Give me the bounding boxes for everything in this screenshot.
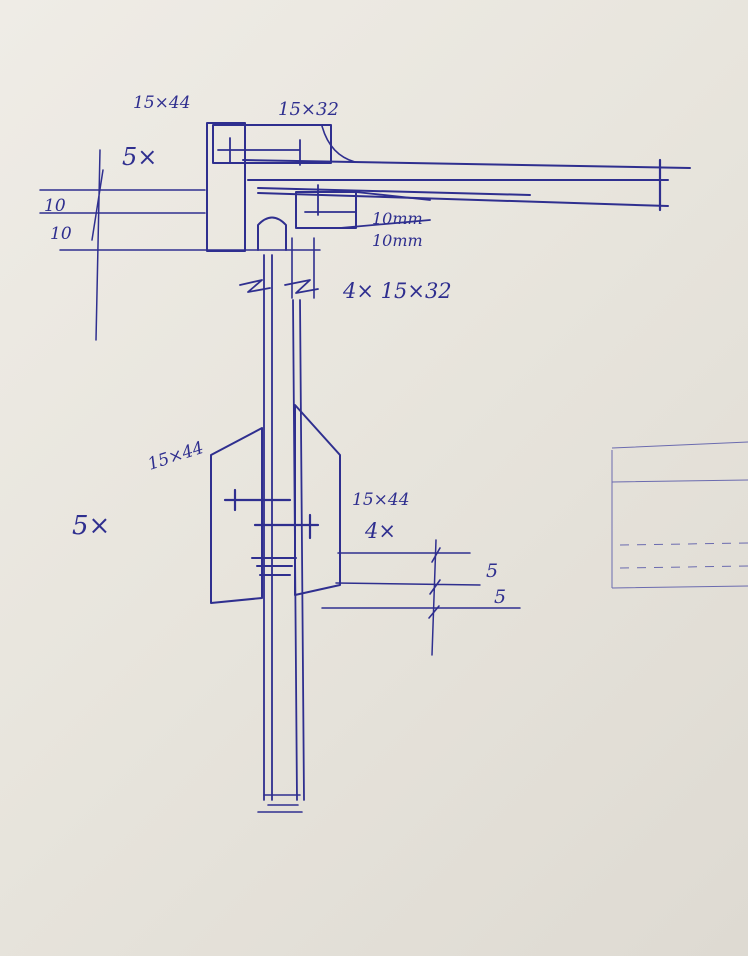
- side-sketch-frame: [611, 441, 748, 589]
- post: [257, 254, 305, 813]
- beam-lines: [242, 159, 691, 207]
- top-dimension-lines: [39, 149, 321, 341]
- dimension-ticks: [428, 547, 441, 619]
- label-lower-left-multiplier: 5×: [72, 511, 110, 541]
- label-dim-10-upper: 10: [44, 196, 66, 216]
- label-top-mid-size: 15×32: [278, 99, 339, 120]
- label-lower-right-size: 15×44: [352, 490, 410, 510]
- side-sketch: [611, 441, 748, 589]
- label-top-left-size: 15×44: [133, 93, 191, 113]
- label-inner-10mm-lower: 10mm: [372, 231, 423, 250]
- label-dim-10-lower: 10: [50, 224, 72, 244]
- inner-block: [295, 191, 357, 229]
- break-marks: [239, 279, 319, 294]
- top-leader: [321, 125, 356, 163]
- lower-dimension-lines: [321, 539, 521, 656]
- left-fin: [210, 427, 263, 604]
- label-dim-5-lower: 5: [494, 586, 506, 608]
- label-inner-10mm-upper: 10mm: [372, 209, 423, 228]
- label-top-multiplier: 5×: [122, 143, 157, 171]
- top-horizontal-block: [212, 124, 332, 164]
- top-assembly: [39, 122, 691, 341]
- label-dim-5-upper: 5: [486, 560, 498, 582]
- side-sketch-dashes: [619, 542, 748, 569]
- top-vertical-block: [206, 122, 246, 252]
- inner-block-taper: [339, 191, 431, 229]
- lower-assembly: [210, 404, 521, 656]
- post-lines: [263, 254, 305, 801]
- label-lower-left-size: 15×44: [145, 438, 206, 475]
- right-fin: [294, 404, 341, 596]
- label-post-note: 4× 15×32: [342, 279, 452, 303]
- post-cap: [257, 216, 287, 251]
- lower-screw-marks: [223, 488, 320, 540]
- label-lower-right-multiplier: 4×: [364, 519, 396, 543]
- lower-step: [251, 557, 297, 576]
- post-side-lines: [291, 237, 315, 299]
- top-screw-marks: [217, 137, 356, 216]
- post-base: [257, 794, 303, 813]
